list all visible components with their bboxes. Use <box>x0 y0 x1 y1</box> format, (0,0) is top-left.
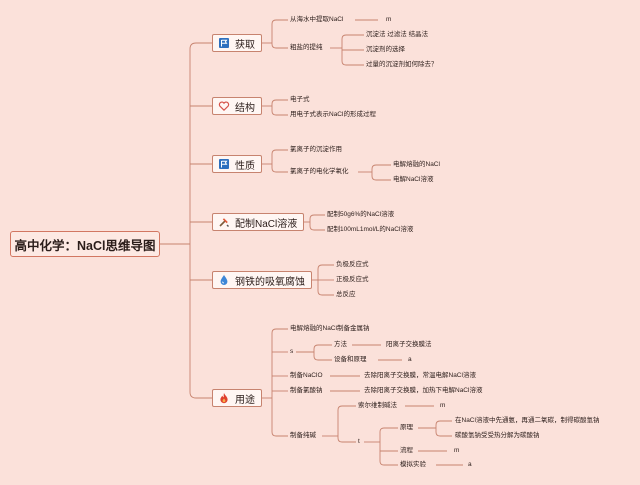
node-solvay-process[interactable]: 索尔维制碱法 <box>358 402 397 409</box>
node-electron-formula[interactable]: 电子式 <box>290 96 310 103</box>
branch-steel-corrosion[interactable]: 钢铁的吸氧腐蚀 <box>212 271 312 289</box>
connector-line <box>313 344 332 350</box>
connector-line <box>271 149 288 155</box>
node-electrolysis-molten[interactable]: 电解熔融的NaCl <box>393 161 440 168</box>
connector-line <box>371 175 391 181</box>
connector-line <box>379 460 398 466</box>
branch-label: 性质 <box>235 160 255 172</box>
node-prepare-50g[interactable]: 配制50g6%的NaCl溶液 <box>327 211 395 218</box>
connector-line <box>189 42 212 50</box>
connector-line <box>271 19 288 25</box>
flame-icon <box>220 393 228 404</box>
branch-label: 用途 <box>235 394 255 406</box>
node-extract-from-seawater[interactable]: 从海水中提取NaCl <box>290 16 344 23</box>
connector-line <box>271 167 288 173</box>
node-ion-exchange-membrane[interactable]: 阳离子交换膜法 <box>386 341 432 348</box>
node-chloride-oxidation[interactable]: 氯离子的电化学氧化 <box>290 168 349 175</box>
node-prepare-100ml[interactable]: 配制100mL1mol/L的NaCl溶液 <box>327 226 414 233</box>
node-placeholder[interactable]: m <box>386 16 392 23</box>
droplet-icon <box>220 275 228 285</box>
connector-line <box>271 99 288 105</box>
connector-line <box>271 431 288 437</box>
connector-line <box>317 264 334 270</box>
connector-line <box>309 225 325 231</box>
node-s[interactable]: s <box>290 348 294 355</box>
node-placeholder[interactable]: a <box>468 461 472 468</box>
branch-acquire[interactable]: 获取 <box>212 34 262 52</box>
node-cathode-reaction[interactable]: 正极反应式 <box>336 276 369 283</box>
node-total-reaction[interactable]: 总反应 <box>336 291 356 298</box>
node-formation-process[interactable]: 用电子式表示NaCl的形成过程 <box>290 111 376 118</box>
node-purify-crude-salt[interactable]: 粗盐的提纯 <box>290 44 323 51</box>
connector-line <box>341 34 364 40</box>
node-t[interactable]: t <box>358 438 360 445</box>
node-principle-step-2[interactable]: 碳酸氢钠受受热分解为碳酸钠 <box>455 432 540 439</box>
branch-uses[interactable]: 用途 <box>212 389 262 407</box>
connector-line <box>435 420 452 426</box>
node-placeholder[interactable]: m <box>440 402 446 409</box>
node-precipitant-choice[interactable]: 沉淀剂的选择 <box>366 46 405 53</box>
connector-line <box>337 405 356 411</box>
branch-label: 结构 <box>235 102 255 114</box>
node-placeholder[interactable]: a <box>408 356 412 363</box>
branch-structure[interactable]: 结构 <box>212 97 262 115</box>
branch-label: 获取 <box>235 39 255 51</box>
node-chloride-precipitation[interactable]: 氯离子的沉淀作用 <box>290 146 342 153</box>
node-naclo-method[interactable]: 去除阳离子交换膜，常温电解NaCl溶液 <box>364 372 476 379</box>
node-principle[interactable]: 原理 <box>400 424 413 431</box>
node-placeholder[interactable]: m <box>454 447 460 454</box>
connector-line <box>271 328 288 334</box>
node-prepare-chlorate[interactable]: 制备氯酸钠 <box>290 387 323 394</box>
node-principle-step-1[interactable]: 在NaCl溶液中先通氨，再通二氧碳，制得碳酸氢钠 <box>455 417 600 424</box>
node-method[interactable]: 方法 <box>334 341 347 348</box>
connector-line <box>189 391 212 399</box>
node-prepare-naclo[interactable]: 制备NaClO <box>290 372 323 379</box>
branch-properties[interactable]: 性质 <box>212 155 262 173</box>
node-anode-reaction[interactable]: 负极反应式 <box>336 261 369 268</box>
node-equipment-principle[interactable]: 设备和原理 <box>334 356 367 363</box>
branch-label: 钢铁的吸氧腐蚀 <box>235 276 305 288</box>
connector-line <box>271 43 288 49</box>
flag-icon <box>219 159 229 169</box>
branch-prepare-solution[interactable]: 配制NaCl溶液 <box>212 213 305 231</box>
node-electrolysis-solution[interactable]: 电解NaCl溶液 <box>393 176 434 183</box>
connector-line <box>309 214 325 220</box>
node-flow[interactable]: 流程 <box>400 447 413 454</box>
tools-icon <box>219 218 229 227</box>
connector-line <box>371 164 391 170</box>
connector-line <box>271 110 288 116</box>
node-simulation-experiment[interactable]: 模拟实验 <box>400 461 426 468</box>
node-prepare-sodium[interactable]: 电解熔融的NaCl制备金属钠 <box>290 325 370 332</box>
branch-label: 配制NaCl溶液 <box>235 218 298 230</box>
connector-line <box>341 60 364 66</box>
node-remove-excess-precipitant[interactable]: 过量的沉淀剂如何除去？ <box>366 61 438 68</box>
node-prepare-soda-ash[interactable]: 制备纯碱 <box>290 432 316 439</box>
flag-icon <box>219 38 229 48</box>
connector-line <box>435 431 452 437</box>
root-topic[interactable]: 高中化学：NaCl思维导图 <box>10 231 160 257</box>
node-chlorate-method[interactable]: 去除阳离子交换膜，加热下电解NaCl溶液 <box>364 387 483 394</box>
node-methods[interactable]: 沉淀法 过滤法 结晶法 <box>366 31 429 38</box>
connector-line <box>317 290 334 296</box>
heart-icon <box>218 101 230 112</box>
connector-line <box>313 355 332 361</box>
connector-line <box>379 427 398 433</box>
connector-line <box>337 437 356 443</box>
